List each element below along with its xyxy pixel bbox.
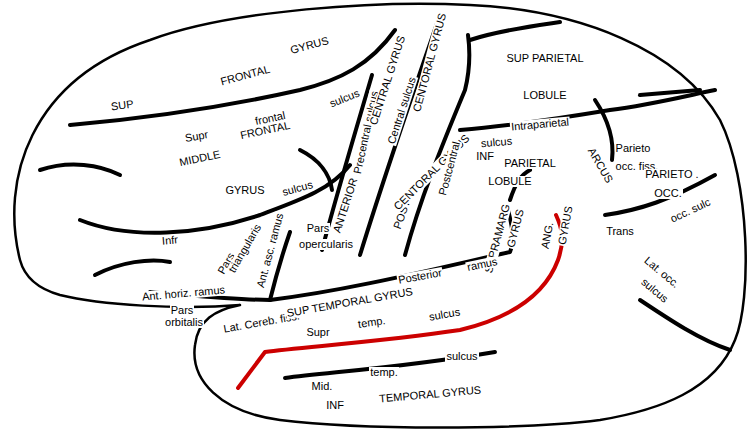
region-label: FRONTAL xyxy=(218,63,272,87)
region-label: orbitalis xyxy=(164,317,204,328)
sulcus xyxy=(70,30,395,125)
sulcus xyxy=(640,90,700,95)
region-label: SUP TEMPORAL GYRUS xyxy=(285,285,415,318)
region-label: TEMPORAL GYRUS xyxy=(378,384,483,404)
region-label: triangularis xyxy=(226,221,263,275)
region-label: Supr xyxy=(305,327,330,338)
region-label: Ant. asc. ramus xyxy=(255,211,286,290)
region-label: Intraparietal xyxy=(510,116,571,132)
region-label: INF xyxy=(325,400,345,411)
region-label: Trans xyxy=(605,226,635,237)
region-label: sulcus xyxy=(480,135,514,149)
region-label: INF xyxy=(475,151,495,162)
region-label: SUP PARIETAL xyxy=(505,53,584,64)
region-label: sulcus xyxy=(428,306,463,323)
region-label: SUP xyxy=(109,98,135,112)
region-label: temp. xyxy=(369,367,399,378)
region-label: Ant. horiz. ramus xyxy=(141,284,227,302)
region-label: opercularis xyxy=(298,239,354,250)
region-label: temp. xyxy=(357,314,388,329)
sulcus xyxy=(95,261,170,275)
sulcus xyxy=(470,22,560,40)
sulcus xyxy=(405,35,469,255)
region-label: occ. sulc xyxy=(667,196,712,225)
brain-outline xyxy=(14,4,745,428)
sulcus xyxy=(460,90,715,130)
region-label: GYRUS xyxy=(557,204,575,246)
region-label: ARCUS xyxy=(585,145,615,186)
region-label: Pars xyxy=(306,223,331,234)
region-label: LOBULE xyxy=(522,90,567,101)
region-label: Infr xyxy=(161,234,180,247)
region-label: Supr xyxy=(184,128,211,143)
region-label: GYRUS xyxy=(289,34,332,55)
region-label: PARIETAL xyxy=(503,158,557,169)
region-label: OCC. xyxy=(653,188,683,199)
region-label: Parieto xyxy=(615,143,652,154)
sulcus xyxy=(640,300,730,350)
region-label: MIDDLE xyxy=(178,148,223,168)
region-label: GYRUS xyxy=(224,185,265,196)
sulcus xyxy=(40,165,120,175)
region-label: Pars xyxy=(170,305,195,316)
region-label: CENTORAL GYRUS xyxy=(411,11,448,114)
region-label: sulcus xyxy=(328,87,363,110)
region-label: Posterior xyxy=(396,267,443,286)
region-label: PARIETO . xyxy=(644,169,699,180)
region-label: LOBULE xyxy=(487,176,532,187)
region-label: ANG. xyxy=(539,220,555,250)
region-label: sulcus xyxy=(445,351,478,362)
region-label: Mid. xyxy=(311,381,334,392)
